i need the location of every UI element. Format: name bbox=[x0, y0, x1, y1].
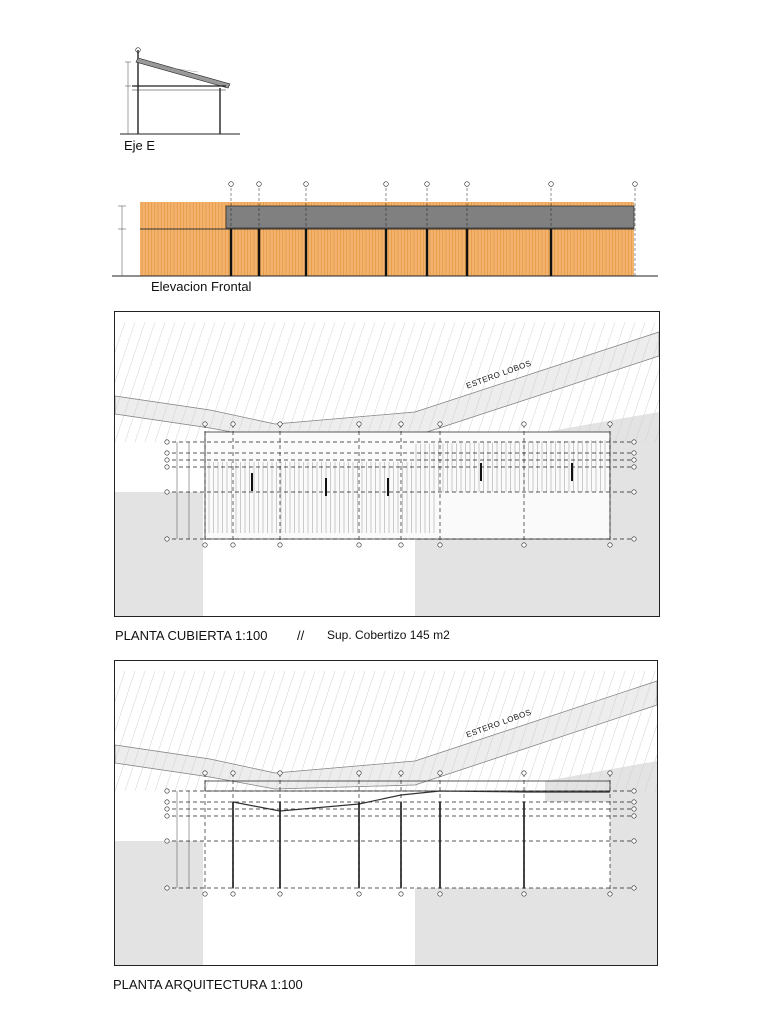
column bbox=[229, 229, 233, 276]
axis-bubble bbox=[164, 457, 170, 463]
axis-bubble bbox=[277, 421, 283, 427]
building-floor bbox=[233, 802, 610, 888]
roof-plan-title: PLANTA CUBIERTA 1:100 bbox=[115, 628, 268, 643]
section-label: Eje E bbox=[124, 138, 156, 153]
axis-bubble bbox=[164, 799, 170, 805]
stream-band bbox=[115, 331, 659, 441]
axis-bubble bbox=[631, 806, 637, 812]
terrain bbox=[115, 492, 203, 616]
axis-bubble bbox=[164, 838, 170, 844]
axis-bubble bbox=[356, 770, 362, 776]
axis-bubble bbox=[356, 891, 362, 897]
axis-bubble bbox=[202, 770, 208, 776]
axis-bubble bbox=[631, 464, 637, 470]
axis-bubble bbox=[277, 542, 283, 548]
column bbox=[384, 229, 388, 276]
axis-bubble bbox=[398, 421, 404, 427]
roof-plan-frame: ESTERO LOBOS bbox=[114, 311, 660, 617]
axis-bubble bbox=[631, 838, 637, 844]
axis-bubble bbox=[631, 457, 637, 463]
axis-bubble bbox=[277, 770, 283, 776]
axis-bubble bbox=[303, 181, 309, 187]
axis-bubble bbox=[230, 770, 236, 776]
axis-bubble bbox=[607, 421, 613, 427]
axis-bubble bbox=[164, 450, 170, 456]
axis-bubble bbox=[164, 806, 170, 812]
axis-bubble bbox=[437, 891, 443, 897]
axis-bubble bbox=[164, 439, 170, 445]
front-elevation-drawing bbox=[112, 178, 660, 280]
axis-bubble bbox=[277, 891, 283, 897]
axis-bubble bbox=[398, 542, 404, 548]
axis-bubble bbox=[631, 450, 637, 456]
axis-bubble bbox=[437, 542, 443, 548]
axis-bubble bbox=[607, 891, 613, 897]
axis-bubble bbox=[398, 891, 404, 897]
column bbox=[465, 229, 469, 276]
axis-bubble bbox=[464, 181, 470, 187]
wall-strip bbox=[204, 780, 611, 792]
axis-bubble bbox=[631, 799, 637, 805]
arch-plan-title: PLANTA ARQUITECTURA 1:100 bbox=[113, 977, 303, 992]
axis-bubble bbox=[521, 891, 527, 897]
axis-bubble bbox=[164, 464, 170, 470]
axis-bubble bbox=[202, 542, 208, 548]
axis-bubble bbox=[164, 536, 170, 542]
section-eje-e-drawing bbox=[118, 44, 248, 139]
axis-bubble bbox=[164, 885, 170, 891]
axis-bubble bbox=[631, 813, 637, 819]
axis-bubble bbox=[164, 813, 170, 819]
axis-bubble bbox=[164, 489, 170, 495]
title-separator: // bbox=[297, 628, 305, 643]
axis-bubble bbox=[356, 542, 362, 548]
axis-bubble bbox=[164, 788, 170, 794]
axis-bubble bbox=[632, 181, 638, 187]
roof-fascia bbox=[225, 205, 635, 229]
roof-outline bbox=[204, 431, 611, 540]
arch-plan-frame: ESTERO LOBOS bbox=[114, 660, 658, 966]
axis-bubble bbox=[383, 181, 389, 187]
axis-bubble bbox=[521, 542, 527, 548]
axis-bubble bbox=[356, 421, 362, 427]
axis-bubble bbox=[607, 770, 613, 776]
column bbox=[549, 229, 553, 276]
axis-bubble bbox=[230, 542, 236, 548]
axis-bubble bbox=[631, 536, 637, 542]
axis-bubble bbox=[437, 770, 443, 776]
axis-bubble bbox=[202, 421, 208, 427]
column bbox=[304, 229, 308, 276]
column bbox=[257, 229, 261, 276]
axis-bubble bbox=[607, 542, 613, 548]
axis-bubble bbox=[521, 421, 527, 427]
axis-bubble bbox=[631, 788, 637, 794]
axis-bubble bbox=[230, 891, 236, 897]
elevation-label: Elevacion Frontal bbox=[151, 279, 252, 294]
axis-bubble bbox=[521, 770, 527, 776]
axis-bubble bbox=[202, 891, 208, 897]
axis-bubble bbox=[424, 181, 430, 187]
axis-bubble bbox=[631, 885, 637, 891]
axis-bubble bbox=[398, 770, 404, 776]
axis-bubble bbox=[631, 489, 637, 495]
axis-bubble bbox=[631, 439, 637, 445]
terrain bbox=[115, 841, 203, 965]
axis-bubble bbox=[228, 181, 234, 187]
roof-area-label: Sup. Cobertizo 145 m2 bbox=[327, 628, 450, 642]
axis-bubble bbox=[230, 421, 236, 427]
axis-bubble bbox=[256, 181, 262, 187]
axis-bubble bbox=[437, 421, 443, 427]
axis-bubble bbox=[548, 181, 554, 187]
column bbox=[425, 229, 429, 276]
